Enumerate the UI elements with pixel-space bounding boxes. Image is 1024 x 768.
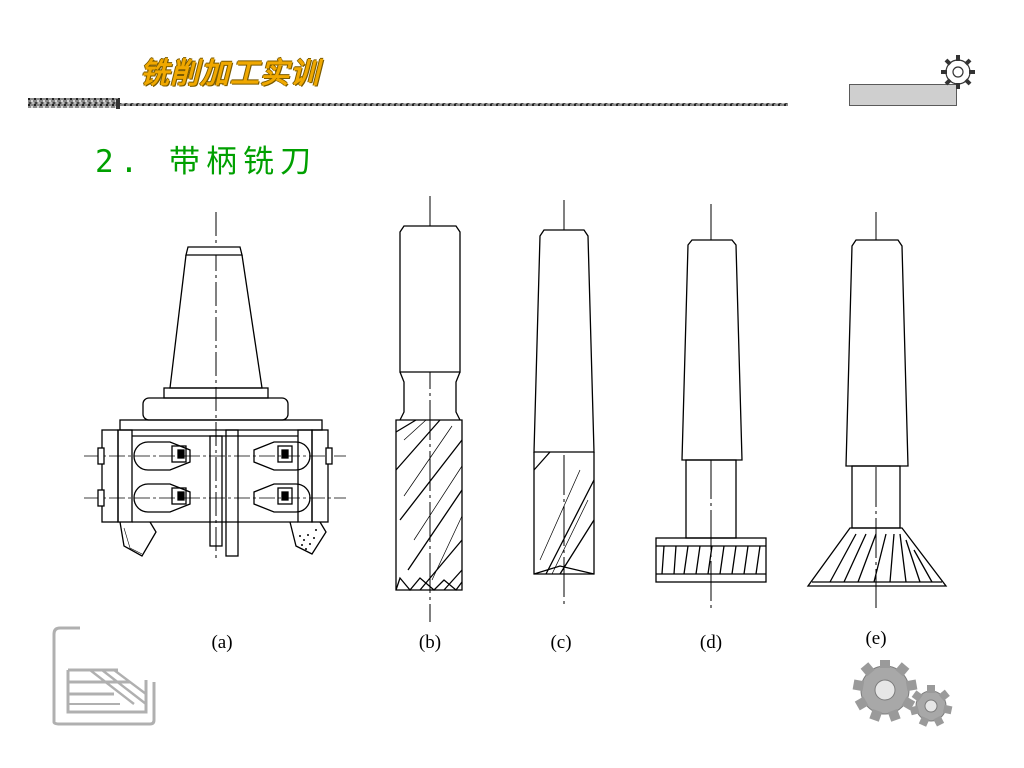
figure-label-c: (c) — [550, 632, 572, 653]
drawing-c — [533, 200, 595, 604]
header-title: 铣削加工实训 — [140, 56, 321, 90]
figure-label-b: (b) — [418, 632, 442, 653]
logo-icon — [52, 626, 156, 726]
section-title: 2. 带柄铣刀 — [95, 144, 317, 180]
drawing-b — [395, 196, 463, 622]
gears-icon — [852, 660, 953, 727]
drawing-a — [84, 212, 346, 562]
header-box — [849, 84, 957, 106]
drawing-e — [806, 212, 948, 608]
figure-label-e: (e) — [865, 628, 887, 649]
header-rule — [28, 98, 788, 109]
gear-icon — [941, 55, 975, 89]
drawing-d — [655, 204, 767, 612]
figure-label-a: (a) — [211, 632, 233, 653]
figure-label-d: (d) — [699, 632, 723, 653]
